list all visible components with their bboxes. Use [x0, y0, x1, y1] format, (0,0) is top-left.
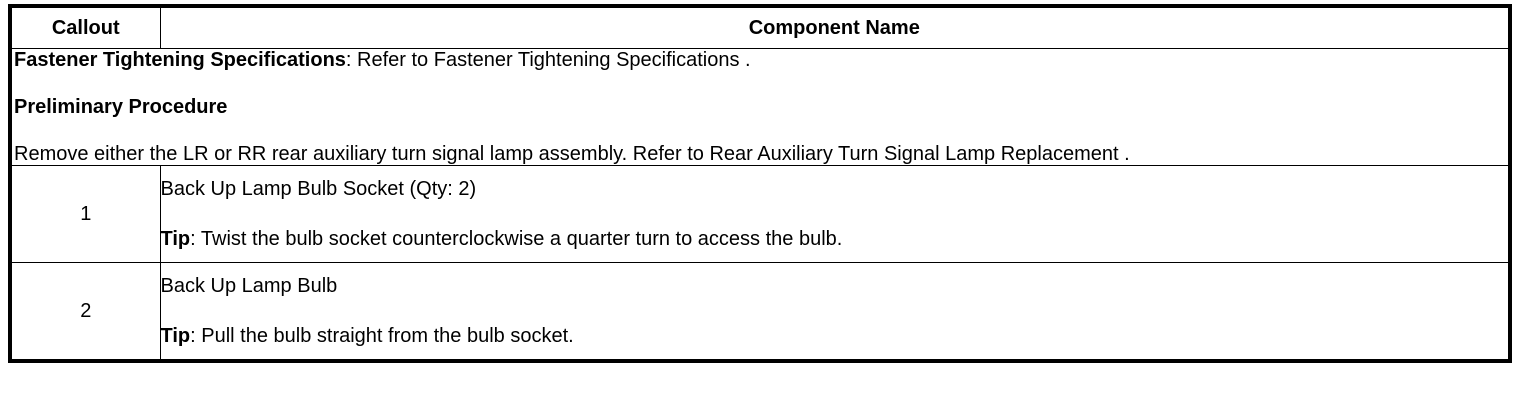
- table-header: Callout Component Name: [9, 5, 1511, 49]
- table-row: 1 Back Up Lamp Bulb Socket (Qty: 2) Tip:…: [9, 165, 1511, 263]
- table-body: Fastener Tightening Specifications: Refe…: [9, 48, 1511, 362]
- tip-line: Tip: Pull the bulb straight from the bul…: [161, 325, 1509, 347]
- spec-table-container: Callout Component Name Fastener Tighteni…: [8, 4, 1512, 363]
- procedure-row: Fastener Tightening Specifications: Refe…: [9, 48, 1511, 166]
- table-row: 2 Back Up Lamp Bulb Tip: Pull the bulb s…: [9, 262, 1511, 362]
- preliminary-procedure-text: Remove either the LR or RR rear auxiliar…: [14, 143, 1130, 165]
- tip-text: : Pull the bulb straight from the bulb s…: [190, 325, 574, 347]
- tip-label: Tip: [160, 325, 191, 347]
- fastener-spec-line: Fastener Tightening Specifications: Refe…: [12, 49, 1508, 71]
- callout-number: 1: [9, 165, 161, 263]
- component-name-text: Back Up Lamp Bulb: [160, 275, 338, 297]
- component-callout-table: Callout Component Name Fastener Tighteni…: [8, 4, 1512, 363]
- tip-text: : Twist the bulb socket counterclockwise…: [190, 228, 843, 250]
- fastener-spec-text: : Refer to Fastener Tightening Specifica…: [345, 49, 751, 71]
- spacer: [12, 118, 1508, 143]
- callout-number: 2: [9, 262, 161, 362]
- column-header-component-name: Component Name: [159, 5, 1511, 49]
- spacer: [12, 71, 1508, 96]
- column-header-callout: Callout: [9, 5, 161, 49]
- component-description-cell: Back Up Lamp Bulb Tip: Pull the bulb str…: [159, 262, 1511, 362]
- preliminary-procedure-heading: Preliminary Procedure: [14, 96, 228, 118]
- header-row: Callout Component Name: [9, 5, 1511, 49]
- tip-line: Tip: Twist the bulb socket counterclockw…: [161, 228, 1509, 250]
- tip-label: Tip: [160, 228, 191, 250]
- component-description-cell: Back Up Lamp Bulb Socket (Qty: 2) Tip: T…: [159, 165, 1511, 263]
- fastener-spec-label: Fastener Tightening Specifications: [14, 49, 346, 71]
- spacer: [161, 297, 1509, 325]
- spacer: [161, 200, 1509, 228]
- preliminary-procedure-cell: Fastener Tightening Specifications: Refe…: [9, 48, 1511, 166]
- component-name-text: Back Up Lamp Bulb Socket (Qty: 2): [160, 178, 477, 200]
